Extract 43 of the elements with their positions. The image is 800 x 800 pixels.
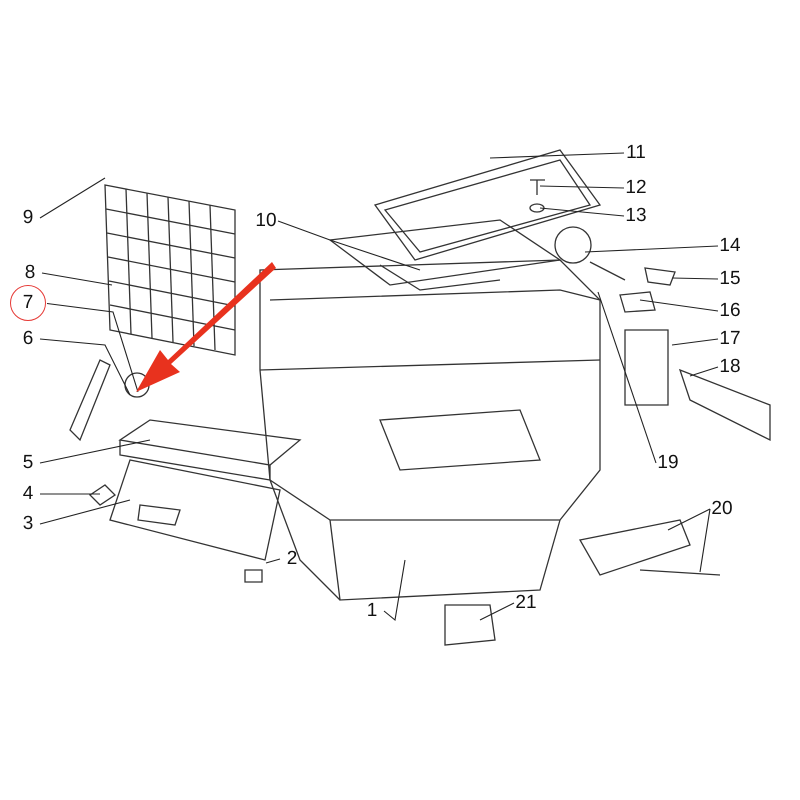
leader-line <box>699 508 711 572</box>
leader-line <box>490 152 624 159</box>
leader-line <box>266 558 280 564</box>
leader-line <box>540 207 624 217</box>
leader-line <box>597 292 657 464</box>
leader-line <box>40 178 106 218</box>
callout-number: 9 <box>16 207 40 229</box>
callout-number: 13 <box>624 205 648 227</box>
leader-line <box>480 602 514 620</box>
leader-line <box>640 299 718 312</box>
leader-line <box>40 499 130 525</box>
callout-number: 17 <box>718 328 742 350</box>
callout-number: 12 <box>624 177 648 199</box>
callout-number: 19 <box>656 452 680 474</box>
leader-line <box>40 338 130 396</box>
callout-number: 3 <box>16 513 40 535</box>
callout-number: 21 <box>514 592 538 614</box>
leader-line <box>672 338 718 346</box>
leader-line <box>40 439 150 464</box>
callout-number: 15 <box>718 268 742 290</box>
callout-number: 1 <box>360 600 384 622</box>
leader-line <box>668 508 710 530</box>
leader-line <box>42 272 112 286</box>
leader-line <box>384 560 406 622</box>
callout-number: 6 <box>16 328 40 350</box>
callout-number: 14 <box>718 235 742 257</box>
leader-line <box>672 277 718 280</box>
callout-number: 5 <box>16 452 40 474</box>
leader-line <box>584 245 718 253</box>
callout-number: 8 <box>18 262 42 284</box>
leader-line <box>46 302 139 392</box>
leader-line <box>278 220 420 271</box>
leader-line <box>40 493 100 495</box>
callout-number: 16 <box>718 300 742 322</box>
callout-number: 4 <box>16 483 40 505</box>
callout-number: 20 <box>710 498 734 520</box>
leader-line <box>540 185 624 189</box>
callout-number: 18 <box>718 356 742 378</box>
callout-number: 2 <box>280 548 304 570</box>
callout-number: 7 <box>10 285 46 321</box>
callout-number: 11 <box>624 142 648 164</box>
callout-number: 10 <box>254 210 278 232</box>
leader-line <box>690 366 718 377</box>
